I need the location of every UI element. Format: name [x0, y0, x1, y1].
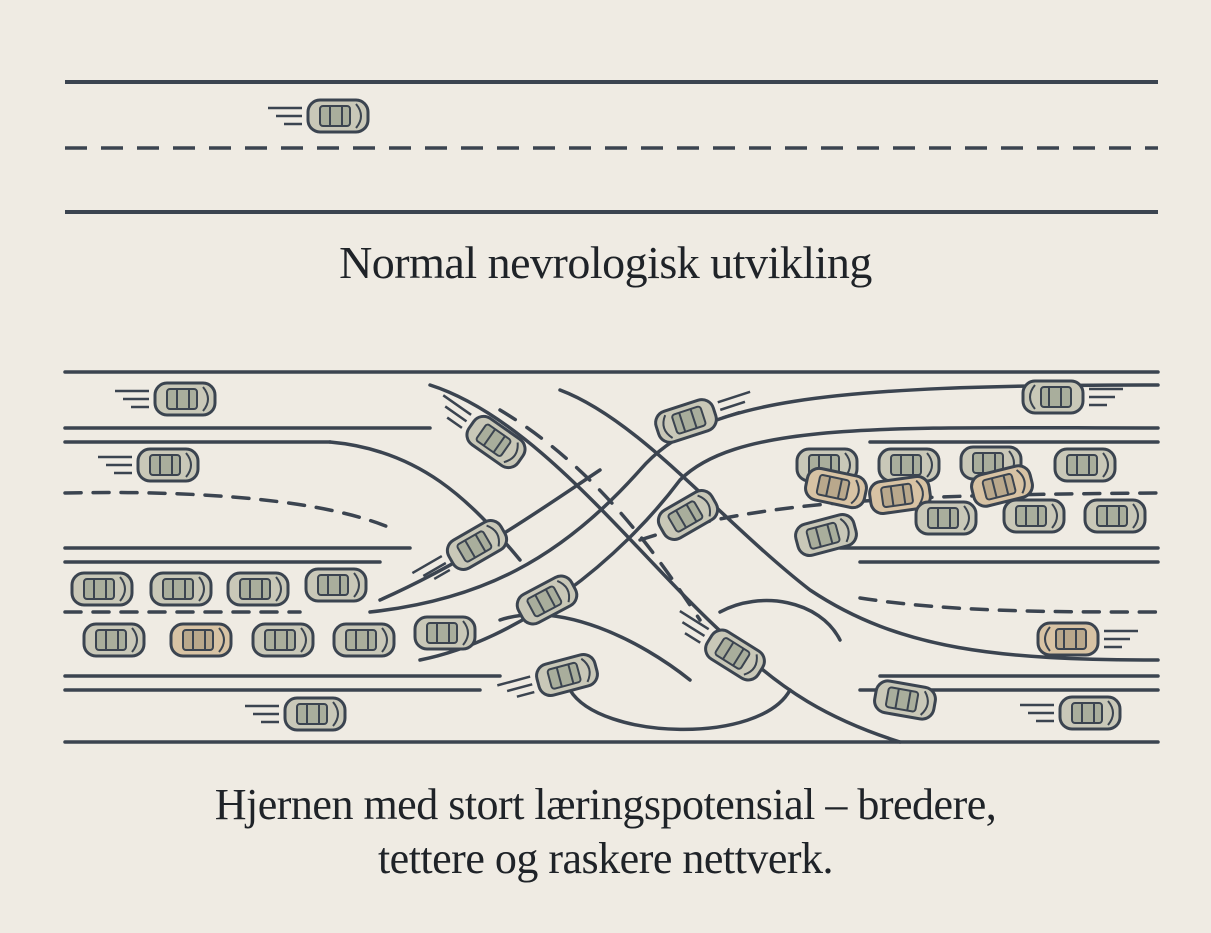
car-icon	[1036, 621, 1140, 657]
car-icon	[70, 571, 134, 607]
car-icon	[332, 622, 396, 658]
car-icon	[169, 622, 233, 658]
car-icon	[96, 447, 200, 483]
car-icon	[251, 622, 315, 658]
car-icon	[791, 510, 861, 560]
car-icon	[113, 381, 217, 417]
caption-learning-potential: Hjernen med stort læringspotensial – bre…	[0, 778, 1211, 886]
car-icon	[149, 571, 213, 607]
car-icon	[266, 98, 370, 134]
car-icon	[801, 464, 871, 512]
caption-normal-development: Normal nevrologisk utvikling	[339, 237, 872, 288]
car-icon	[652, 484, 724, 546]
simple-road	[65, 80, 1158, 214]
car-icon	[82, 622, 146, 658]
car-icon	[496, 650, 602, 703]
car-icon	[413, 615, 477, 651]
car-icon	[304, 567, 368, 603]
caption-line-1: Hjernen med stort læringspotensial – bre…	[214, 780, 997, 829]
car-icon	[243, 696, 347, 732]
car-icon	[651, 390, 757, 447]
car-icon	[1018, 695, 1122, 731]
car-icon	[1053, 447, 1117, 483]
caption-line-2: tettere og raskere nettverk.	[377, 834, 834, 883]
car-icon	[914, 500, 978, 536]
car-icon	[411, 514, 513, 589]
car-icon	[1002, 498, 1066, 534]
car-icon	[1083, 498, 1147, 534]
car-icon	[226, 571, 290, 607]
complex-interchange	[63, 370, 1160, 744]
car-icon	[871, 677, 939, 723]
